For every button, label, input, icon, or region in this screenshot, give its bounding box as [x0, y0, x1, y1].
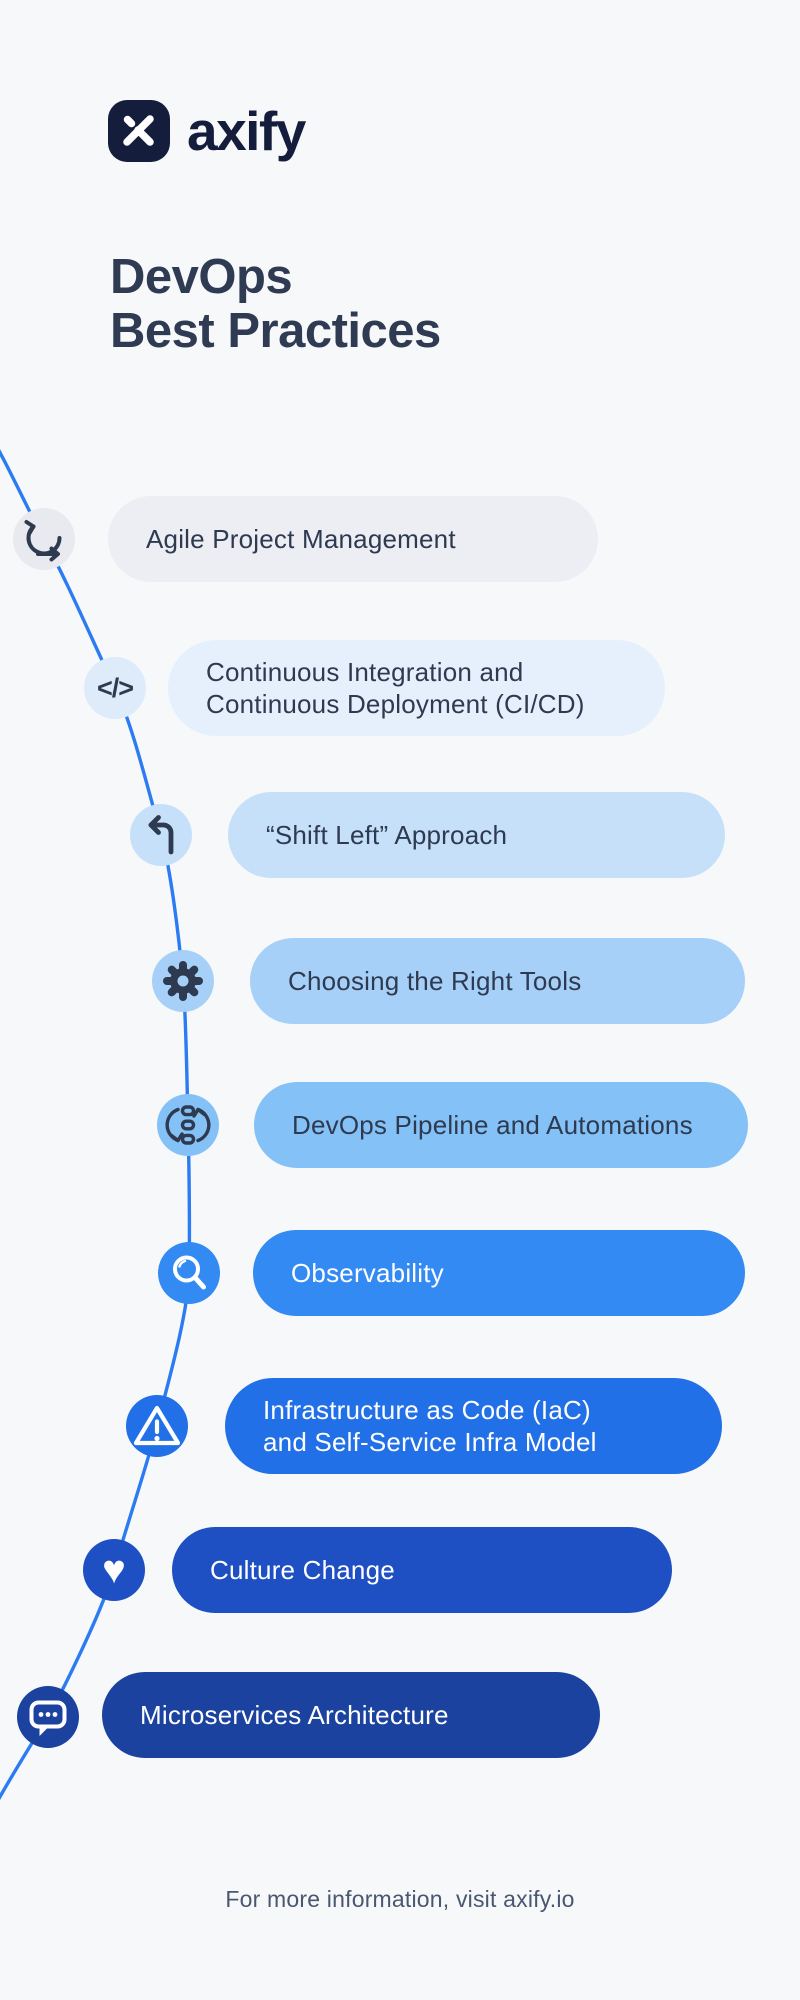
- practice-label-line2: Continuous Deployment (CI/CD): [206, 689, 585, 719]
- chat-bubble-icon-glyph: [29, 1700, 67, 1736]
- practice-pill-agile: Agile Project Management: [108, 496, 598, 582]
- pipeline-icon: [157, 1094, 219, 1156]
- brand-name: axify: [187, 100, 306, 162]
- practice-label: Agile Project Management: [146, 524, 456, 554]
- practice-label-line2: and Self-Service Infra Model: [263, 1427, 597, 1457]
- page-title-line2: Best Practices: [110, 304, 441, 358]
- page-title: DevOps Best Practices: [110, 250, 441, 358]
- shift-left-arrow-icon: [130, 804, 192, 866]
- magnifier-icon: [158, 1242, 220, 1304]
- practice-label: Observability: [291, 1258, 444, 1288]
- warning-triangle-icon-glyph: [133, 1405, 181, 1446]
- agile-cycle-icon: [13, 508, 75, 570]
- practice-label: Continuous Integration and: [206, 657, 524, 687]
- practice-pill-pipeline: DevOps Pipeline and Automations: [254, 1082, 748, 1168]
- practice-label: Choosing the Right Tools: [288, 966, 582, 996]
- practice-label: Microservices Architecture: [140, 1700, 449, 1730]
- shift-left-arrow-icon-glyph: [148, 815, 174, 855]
- practice-pill-iac: Infrastructure as Code (IaC) and Self-Se…: [225, 1378, 722, 1474]
- practice-pill-tools: Choosing the Right Tools: [250, 938, 745, 1024]
- heart-icon: ♥: [83, 1539, 145, 1601]
- code-icon-glyph: </>: [96, 672, 134, 703]
- code-icon: </>: [84, 657, 146, 719]
- magnifier-icon-glyph: [173, 1255, 206, 1290]
- gear-icon-glyph: [163, 961, 203, 1001]
- heart-icon-glyph: ♥: [102, 1548, 126, 1592]
- agile-cycle-icon-glyph: [24, 520, 62, 562]
- practice-pill-microservices: Microservices Architecture: [102, 1672, 600, 1758]
- practice-label: DevOps Pipeline and Automations: [292, 1110, 693, 1140]
- practice-label: Culture Change: [210, 1555, 395, 1585]
- practice-label: Infrastructure as Code (IaC): [263, 1395, 591, 1425]
- practice-label: “Shift Left” Approach: [266, 820, 508, 850]
- practice-pill-culture: Culture Change: [172, 1527, 672, 1613]
- practice-pill-observability: Observability: [253, 1230, 745, 1316]
- page-title-line1: DevOps: [110, 250, 293, 304]
- chat-bubble-icon: [17, 1686, 79, 1748]
- footer-note: For more information, visit axify.io: [225, 1886, 575, 1912]
- logo: axify: [108, 100, 306, 162]
- axify-x-logo-icon: [108, 100, 170, 162]
- pipeline-icon-glyph: [165, 1105, 211, 1145]
- gear-icon: [152, 950, 214, 1012]
- practice-pill-shift-left: “Shift Left” Approach: [228, 792, 725, 878]
- practice-pill-cicd: Continuous Integration and Continuous De…: [168, 640, 665, 736]
- warning-triangle-icon: [126, 1395, 188, 1457]
